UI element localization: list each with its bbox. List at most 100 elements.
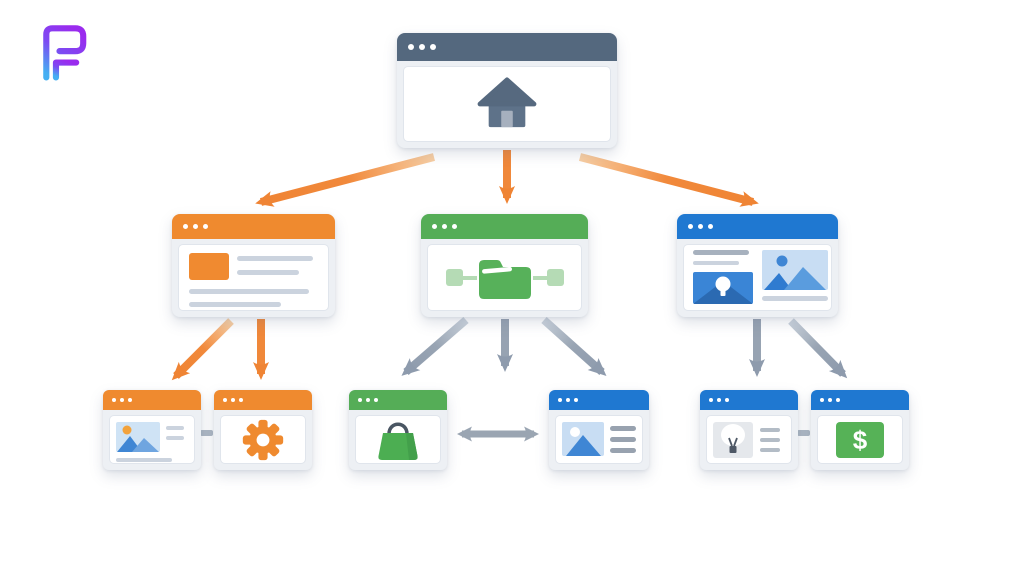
window-dot	[566, 398, 570, 402]
text-line	[237, 256, 313, 261]
window-dot	[231, 398, 235, 402]
node-square	[445, 269, 463, 286]
edge-home-media	[578, 153, 759, 207]
window-dot	[698, 224, 703, 229]
window-dot	[128, 398, 132, 402]
window-dot	[709, 398, 713, 402]
home-icon	[477, 77, 537, 128]
window-dot	[408, 44, 414, 50]
gallery-titlebar	[549, 390, 649, 410]
window-dot	[430, 44, 436, 50]
window-dot	[203, 224, 208, 229]
text-line	[610, 447, 636, 453]
text-line	[760, 438, 780, 442]
text-line	[166, 426, 184, 430]
text-line	[693, 250, 749, 255]
text-line	[166, 436, 184, 440]
gallery-page-window	[549, 390, 649, 470]
link-idea-payment	[797, 430, 810, 436]
image-icon	[566, 427, 601, 456]
edge-home-article	[255, 153, 436, 207]
media-image-tile	[762, 250, 828, 290]
lightbulb-icon	[721, 424, 745, 453]
text-line	[189, 302, 281, 307]
node-square	[546, 269, 564, 286]
folder-icon	[478, 259, 531, 299]
shop-titlebar	[349, 390, 447, 410]
link-image-settings	[200, 430, 213, 436]
shopping-bag-icon	[378, 422, 418, 460]
window-dot	[112, 398, 116, 402]
node-connector	[532, 275, 547, 280]
window-dot	[558, 398, 562, 402]
home-titlebar	[397, 33, 617, 61]
article-thumbnail	[189, 253, 229, 280]
gear-icon	[242, 419, 284, 460]
window-dot	[120, 398, 124, 402]
gallery-content	[556, 416, 642, 463]
idea-page-window	[700, 390, 798, 470]
payment-content: $	[818, 416, 902, 463]
image-icon	[764, 255, 826, 290]
pf-logo-icon	[43, 25, 87, 81]
idea-titlebar	[700, 390, 798, 410]
payment-page-window: $	[811, 390, 909, 470]
idea-content	[707, 416, 791, 463]
settings-titlebar	[214, 390, 312, 410]
settings-page-window	[214, 390, 312, 470]
window-dot	[358, 398, 362, 402]
media-content	[684, 245, 831, 310]
sun-mountains-icon	[117, 425, 159, 452]
text-line	[762, 296, 828, 301]
article-content	[179, 245, 328, 310]
home-content	[404, 67, 610, 141]
image-thumbnail	[116, 422, 160, 452]
media-titlebar	[677, 214, 838, 239]
text-line	[189, 289, 309, 294]
text-line	[693, 261, 739, 265]
lightbulb-tile	[713, 422, 753, 458]
folder-titlebar	[421, 214, 588, 239]
settings-content	[221, 416, 305, 463]
lightbulb-mountain-icon	[693, 276, 753, 304]
image-content	[110, 416, 194, 463]
window-dot	[836, 398, 840, 402]
window-dot	[725, 398, 729, 402]
dollar-glyph: $	[852, 424, 868, 455]
image-page-window	[103, 390, 201, 470]
node-connector	[462, 275, 477, 280]
window-dot	[432, 224, 437, 229]
window-dot	[442, 224, 447, 229]
window-dot	[828, 398, 832, 402]
image-titlebar	[103, 390, 201, 410]
edge-folder-shop	[401, 316, 469, 376]
edge-folder-gallery	[541, 317, 607, 377]
window-dot	[688, 224, 693, 229]
text-line	[760, 428, 780, 432]
window-dot	[374, 398, 378, 402]
text-line	[610, 425, 636, 431]
gallery-thumbnail	[562, 422, 604, 456]
dollar-icon: $	[836, 421, 884, 458]
window-dot	[452, 224, 457, 229]
window-dot	[820, 398, 824, 402]
text-line	[116, 458, 172, 462]
media-lightbulb-tile	[693, 272, 753, 304]
article-page-window	[172, 214, 335, 317]
window-dot	[708, 224, 713, 229]
edge-article-image	[171, 318, 234, 381]
window-dot	[193, 224, 198, 229]
folder-page-window	[421, 214, 588, 317]
text-line	[237, 270, 299, 275]
window-dot	[574, 398, 578, 402]
home-page-window	[397, 33, 617, 148]
window-dot	[717, 398, 721, 402]
text-line	[610, 436, 636, 442]
window-dot	[183, 224, 188, 229]
shop-page-window	[349, 390, 447, 470]
window-dot	[239, 398, 243, 402]
payment-titlebar	[811, 390, 909, 410]
window-dot	[223, 398, 227, 402]
media-page-window	[677, 214, 838, 317]
